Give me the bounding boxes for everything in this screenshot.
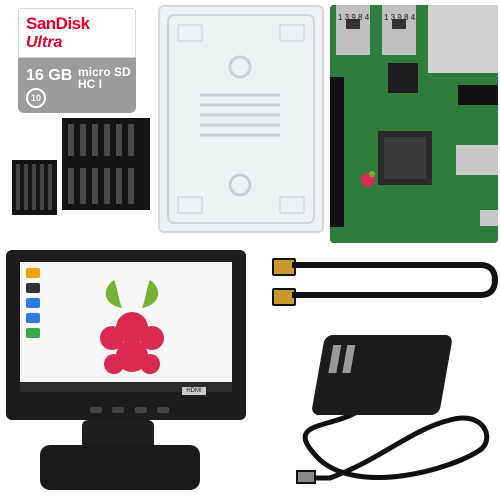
case-details-icon <box>167 14 315 224</box>
micro-usb-connector <box>296 470 316 484</box>
raspberry-logo-icon <box>100 280 164 374</box>
monitor-button <box>157 407 170 413</box>
sd-subtitle: Ultra <box>26 34 63 51</box>
clear-case <box>158 5 324 233</box>
sd-brand: SanDisk <box>26 14 90 33</box>
monitor-button <box>90 407 102 413</box>
heatsink-small <box>12 160 57 215</box>
monitor-badge: HDMI <box>182 387 206 395</box>
sd-format: micro SD HC I <box>78 65 131 91</box>
monitor-screen <box>20 262 232 392</box>
monitor-stand-base <box>40 445 200 490</box>
monitor-buttons <box>90 400 180 413</box>
desktop-icon <box>26 328 40 338</box>
monitor-button <box>134 407 147 413</box>
usb-label-2: 1 3 9 8 4 <box>384 13 416 22</box>
monitor-stand-neck <box>82 420 154 448</box>
desktop-icon <box>26 313 40 323</box>
raspberry-pi-board: 1 3 9 8 4 1 3 9 8 4 <box>330 5 498 243</box>
hdmi-connector-1 <box>272 258 296 276</box>
desktop-icon <box>26 268 40 278</box>
usb-label-1: 1 3 9 8 4 <box>338 13 370 22</box>
heatsink-large <box>62 118 150 210</box>
sd-card: SanDisk Ultra 16 GB micro SD HC I 10 <box>18 8 136 113</box>
desktop-icon <box>26 298 40 308</box>
sd-class-badge: 10 <box>26 88 46 108</box>
desktop-icons <box>26 268 60 343</box>
desktop-icon <box>26 283 40 293</box>
board-components-icon <box>330 5 498 243</box>
power-adapter-body-icon <box>312 335 452 415</box>
monitor: HDMI <box>6 250 246 420</box>
monitor-button <box>112 407 125 413</box>
sd-card-label-area <box>18 8 136 58</box>
hdmi-connector-2 <box>272 288 296 306</box>
screen-taskbar <box>20 382 232 392</box>
heatsink-large-fins-icon <box>62 118 150 210</box>
sd-capacity: 16 GB <box>26 67 73 84</box>
power-adapter <box>310 335 454 415</box>
heatsink-small-fins-icon <box>12 160 57 215</box>
